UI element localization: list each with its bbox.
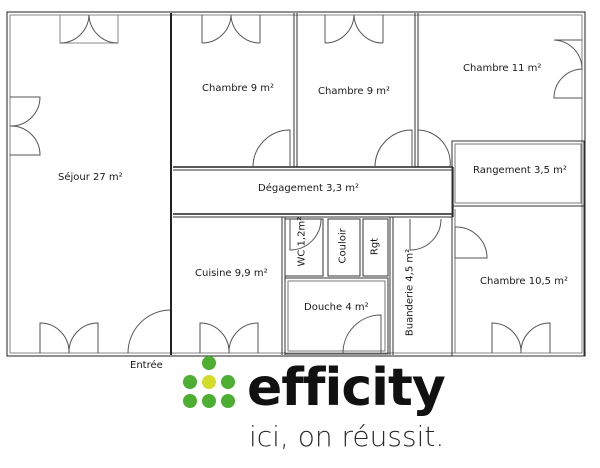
room-label-chambre-1: Chambre 9 m² bbox=[202, 83, 275, 94]
room-label-couloir: Couloir bbox=[337, 228, 349, 264]
room-label-degagement: Dégagement 3,3 m² bbox=[258, 183, 359, 194]
room-label-buanderie: Buanderie 4,5 m² bbox=[404, 248, 416, 337]
brand-logo-text: efficity bbox=[247, 358, 446, 418]
room-label-rangement: Rangement 3,5 m² bbox=[473, 165, 567, 176]
entrance-label: Entrée bbox=[130, 360, 163, 371]
room-label-chambre-4: Chambre 10,5 m² bbox=[480, 276, 568, 287]
room-label-wc: WC 1,2m² bbox=[296, 216, 308, 267]
room-label-douche: Douche 4 m² bbox=[304, 302, 369, 313]
room-label-chambre-2: Chambre 9 m² bbox=[318, 86, 391, 97]
room-label-cuisine: Cuisine 9,9 m² bbox=[195, 268, 268, 279]
brand-tagline: ici, on réussit. bbox=[249, 420, 445, 453]
room-label-rgt: Rgt bbox=[369, 237, 381, 256]
room-label-sejour: Séjour 27 m² bbox=[58, 172, 123, 183]
room-label-chambre-3: Chambre 11 m² bbox=[463, 63, 542, 74]
